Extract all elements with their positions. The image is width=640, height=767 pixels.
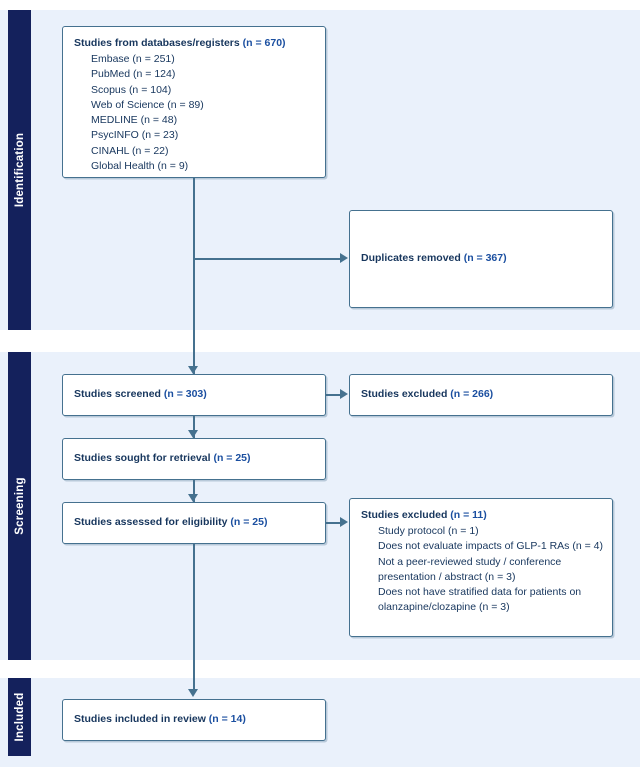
list-item: olanzapine/clozapine (n = 3)	[378, 601, 510, 614]
arrowhead-to-screened-icon	[188, 366, 198, 374]
stage-band-identification-label: Identification	[13, 132, 26, 208]
list-item: Scopus (n = 104)	[91, 83, 172, 96]
list-item: Not a peer-reviewed study / conference	[378, 555, 562, 568]
box-included-header: Studies included in review (n = 14)	[74, 712, 246, 727]
list-item: presentation / abstract (n = 3)	[378, 570, 516, 583]
arrowhead-to-duplicates-icon	[340, 253, 348, 263]
box-studies-excluded-eligibility: Studies excluded (n = 11) Study protocol…	[349, 498, 613, 637]
box-records-header-text: Studies from databases/registers	[74, 37, 243, 49]
box-studies-screened: Studies screened (n = 303)	[62, 374, 326, 416]
box-excluded-eligibility-header-text: Studies excluded	[361, 509, 451, 521]
stage-band-included: Included	[8, 678, 31, 756]
box-studies-sought-for-retrieval: Studies sought for retrieval (n = 25)	[62, 438, 326, 480]
box-excluded-eligibility-header: Studies excluded (n = 11)	[361, 508, 601, 523]
box-records-count: (n = 670)	[242, 37, 286, 49]
box-eligibility-count: (n = 25)	[230, 516, 268, 529]
box-studies-assessed-for-eligibility: Studies assessed for eligibility (n = 25…	[62, 502, 326, 544]
box-screened-header: Studies screened (n = 303)	[74, 387, 207, 402]
box-screened-header-text: Studies screened	[74, 388, 164, 401]
connector-records-to-duplicates	[193, 258, 341, 260]
stage-band-included-label: Included	[13, 692, 26, 742]
box-duplicates-header-text: Duplicates removed	[361, 252, 464, 265]
connector-eligibility-to-excluded	[326, 522, 341, 524]
list-item: Web of Science (n = 89)	[91, 98, 204, 111]
box-retrieval-header-text: Studies sought for retrieval	[74, 452, 214, 465]
connector-eligibility-to-included	[193, 544, 195, 691]
box-records-header: Studies from databases/registers (n = 67…	[74, 36, 314, 51]
arrowhead-to-eligibility-icon	[188, 494, 198, 502]
list-item: PubMed (n = 124)	[91, 68, 176, 81]
box-duplicates-header: Duplicates removed (n = 367)	[361, 251, 507, 266]
stage-band-screening: Screening	[8, 352, 31, 660]
box-eligibility-header: Studies assessed for eligibility (n = 25…	[74, 515, 267, 530]
arrowhead-to-excluded-screening-icon	[340, 389, 348, 399]
box-excluded-screening-header: Studies excluded (n = 266)	[361, 387, 493, 402]
box-included-header-text: Studies included in review	[74, 713, 209, 726]
arrowhead-to-retrieval-icon	[188, 430, 198, 438]
box-duplicates-removed: Duplicates removed (n = 367)	[349, 210, 613, 308]
list-item: Global Health (n = 9)	[91, 159, 189, 172]
list-item: Does not have stratified data for patien…	[378, 586, 582, 599]
list-item: CINAHL (n = 22)	[91, 144, 169, 157]
box-excluded-screening-count: (n = 266)	[450, 388, 494, 401]
box-studies-excluded-screening: Studies excluded (n = 266)	[349, 374, 613, 416]
arrowhead-to-excluded-eligibility-icon	[340, 517, 348, 527]
box-records-source-list: Embase (n = 251) PubMed (n = 124) Scopus…	[74, 52, 314, 174]
list-item: MEDLINE (n = 48)	[91, 114, 178, 127]
stage-band-identification: Identification	[8, 10, 31, 330]
box-duplicates-count: (n = 367)	[463, 252, 507, 265]
arrowhead-to-included-icon	[188, 689, 198, 697]
box-records-identified: Studies from databases/registers (n = 67…	[62, 26, 326, 178]
box-screened-count: (n = 303)	[163, 388, 207, 401]
list-item: Embase (n = 251)	[91, 53, 175, 66]
box-retrieval-count: (n = 25)	[213, 452, 251, 465]
box-eligibility-header-text: Studies assessed for eligibility	[74, 516, 231, 529]
box-retrieval-header: Studies sought for retrieval (n = 25)	[74, 451, 251, 466]
box-excluded-eligibility-reason-list: Study protocol (n = 1) Does not evaluate…	[361, 524, 603, 615]
stage-band-screening-label: Screening	[13, 477, 26, 535]
list-item: Does not evaluate impacts of GLP-1 RAs (…	[378, 540, 603, 553]
list-item: PsycINFO (n = 23)	[91, 129, 179, 142]
box-excluded-eligibility-count: (n = 11)	[450, 509, 487, 521]
box-excluded-screening-header-text: Studies excluded	[361, 388, 451, 401]
box-included-count: (n = 14)	[208, 713, 246, 726]
connector-screened-to-excluded	[326, 394, 341, 396]
box-studies-included-in-review: Studies included in review (n = 14)	[62, 699, 326, 741]
list-item: Study protocol (n = 1)	[378, 525, 479, 538]
